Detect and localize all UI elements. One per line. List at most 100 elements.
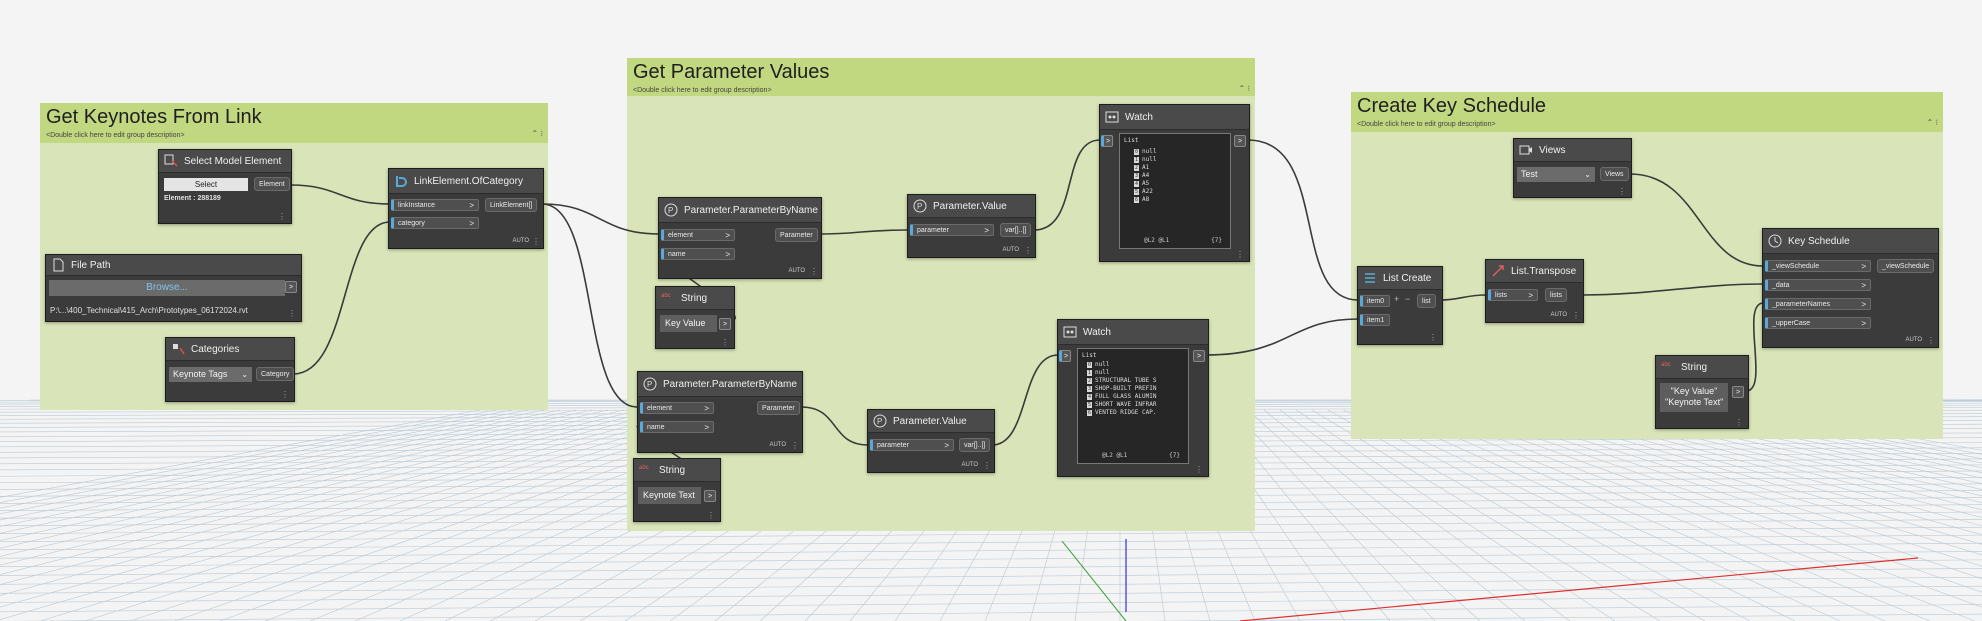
group-description[interactable]: <Double click here to edit group descrip… [1357,121,1496,128]
node-header[interactable]: List Create [1358,267,1442,290]
input-port-category[interactable]: category> [391,217,479,229]
node-menu-icon[interactable]: ⋮ [791,441,799,450]
node-header[interactable]: P Parameter.ParameterByName [659,198,821,223]
output-port-string[interactable]: > [1732,386,1744,398]
node-menu-icon[interactable]: ⋮ [1618,187,1626,196]
node-header[interactable]: Watch [1058,320,1208,345]
group-description[interactable]: <Double click here to edit group descrip… [633,87,772,94]
node-list-create[interactable]: List Create item0 + − item1 list ⋮ [1357,266,1443,345]
input-port-element[interactable]: element> [640,402,714,414]
node-string-keynote-text[interactable]: abc String Keynote Text > ⋮ [633,458,721,522]
node-categories[interactable]: Categories Keynote Tags ⌄ Category ⋮ [165,337,295,402]
node-menu-icon[interactable]: ⋮ [278,212,286,221]
node-parameter-value-2[interactable]: P Parameter.Value parameter> var[]..[] A… [867,409,995,473]
output-port-string[interactable]: > [719,318,731,330]
node-header[interactable]: Categories [166,338,294,361]
input-port-name[interactable]: name> [661,248,735,260]
node-header[interactable]: abc String [634,459,720,482]
node-header[interactable]: Select Model Element [159,150,291,173]
input-port-lists[interactable]: lists> [1488,289,1538,301]
node-header[interactable]: Watch [1100,105,1249,130]
node-menu-icon[interactable]: ⋮ [1236,250,1244,259]
collapse-icon[interactable]: ⌃ ⁝ [1238,84,1250,93]
output-port-lists[interactable]: lists [1545,288,1568,302]
node-menu-icon[interactable]: ⋮ [288,309,296,318]
node-menu-icon[interactable]: ⋮ [1572,311,1580,320]
input-port-element[interactable]: element> [661,229,735,241]
node-header[interactable]: LinkElement.OfCategory [389,169,543,194]
input-port-parameter-names[interactable]: _parameterNames> [1765,298,1871,310]
node-header[interactable]: abc String [1656,356,1748,379]
output-port-views[interactable]: Views [1600,167,1629,181]
node-menu-icon[interactable]: ⋮ [1195,465,1203,474]
node-menu-icon[interactable]: ⋮ [1735,418,1743,427]
node-menu-icon[interactable]: ⋮ [707,511,715,520]
output-port-element[interactable]: Element [254,177,290,191]
node-menu-icon[interactable]: ⋮ [1024,246,1032,255]
node-menu-icon[interactable]: ⋮ [1429,333,1437,342]
node-header[interactable]: Views [1514,139,1631,162]
file-path-output-port[interactable]: > [285,281,297,293]
node-menu-icon[interactable]: ⋮ [983,461,991,470]
output-port-var[interactable]: var[]..[] [959,438,991,452]
output-port-category[interactable]: Category [256,367,295,381]
string-value-input[interactable]: Key Value [660,315,717,332]
category-dropdown[interactable]: Keynote Tags ⌄ [169,367,252,382]
node-key-schedule[interactable]: Key Schedule _viewSchedule> _data> _para… [1762,228,1939,348]
input-port-item1[interactable]: item1 [1360,314,1390,326]
input-port-parameter[interactable]: parameter> [870,439,954,451]
select-button[interactable]: Select [164,178,248,191]
node-header[interactable]: File Path [46,255,301,276]
add-input-button[interactable]: + [1394,294,1400,304]
output-port-watch[interactable]: > [1193,350,1205,362]
input-port-item0[interactable]: item0 [1360,295,1390,307]
node-file-path[interactable]: File Path Browse... P:\...\400_Technical… [45,254,302,322]
output-port-view-schedule[interactable]: _viewSchedule [1877,259,1935,273]
node-select-model-element[interactable]: Select Model Element Select Element Elem… [158,149,292,224]
node-string-key-value[interactable]: abc String Key Value > ⋮ [655,286,735,349]
node-header[interactable]: P Parameter.Value [868,410,994,433]
collapse-icon[interactable]: ⌃ ⁝ [531,129,543,138]
output-port-var[interactable]: var[]..[] [1000,223,1032,237]
node-link-element-of-category[interactable]: LinkElement.OfCategory linkInstance> cat… [388,168,544,249]
output-port-parameter[interactable]: Parameter [757,401,800,415]
input-port-view-schedule[interactable]: _viewSchedule> [1765,260,1871,272]
node-parameter-by-name-2[interactable]: P Parameter.ParameterByName element> nam… [637,371,803,453]
browse-button[interactable]: Browse... [49,280,285,296]
node-menu-icon[interactable]: ⋮ [281,390,289,399]
input-port-parameter[interactable]: parameter> [910,224,994,236]
node-views[interactable]: Views Test ⌄ Views ⋮ [1513,138,1632,198]
node-menu-icon[interactable]: ⋮ [721,338,729,347]
string-value-input[interactable]: "Key Value" "Keynote Text" [1660,383,1728,412]
node-header[interactable]: abc String [656,287,734,310]
group-header[interactable]: Get Parameter Values <Double click here … [627,58,1255,96]
remove-input-button[interactable]: − [1405,294,1411,304]
node-menu-icon[interactable]: ⋮ [1927,336,1935,345]
input-port-watch[interactable]: > [1101,135,1113,147]
views-dropdown[interactable]: Test ⌄ [1517,167,1595,182]
node-parameter-by-name-1[interactable]: P Parameter.ParameterByName element> nam… [658,197,822,279]
node-menu-icon[interactable]: ⋮ [532,237,540,246]
input-port-watch[interactable]: > [1059,350,1071,362]
input-port-name[interactable]: name> [640,421,714,433]
input-port-upper-case[interactable]: _upperCase> [1765,317,1871,329]
group-header[interactable]: Create Key Schedule <Double click here t… [1351,92,1943,132]
group-description[interactable]: <Double click here to edit group descrip… [46,132,185,139]
output-port-string[interactable]: > [704,490,716,502]
node-parameter-value-1[interactable]: P Parameter.Value parameter> var[]..[] A… [907,194,1036,258]
output-port-list[interactable]: list [1417,294,1436,308]
node-header[interactable]: Key Schedule [1763,229,1938,254]
node-menu-icon[interactable]: ⋮ [810,267,818,276]
node-list-transpose[interactable]: List.Transpose lists> lists AUTO ⋮ [1485,259,1584,323]
output-port-parameter[interactable]: Parameter [775,228,818,242]
collapse-icon[interactable]: ⌃ ⁝ [1926,118,1938,127]
output-port-link-element[interactable]: LinkElement[] [485,198,538,212]
node-header[interactable]: P Parameter.ParameterByName [638,372,802,397]
input-port-data[interactable]: _data> [1765,279,1871,291]
group-header[interactable]: Get Keynotes From Link <Double click her… [40,103,548,143]
output-port-watch[interactable]: > [1234,135,1246,147]
